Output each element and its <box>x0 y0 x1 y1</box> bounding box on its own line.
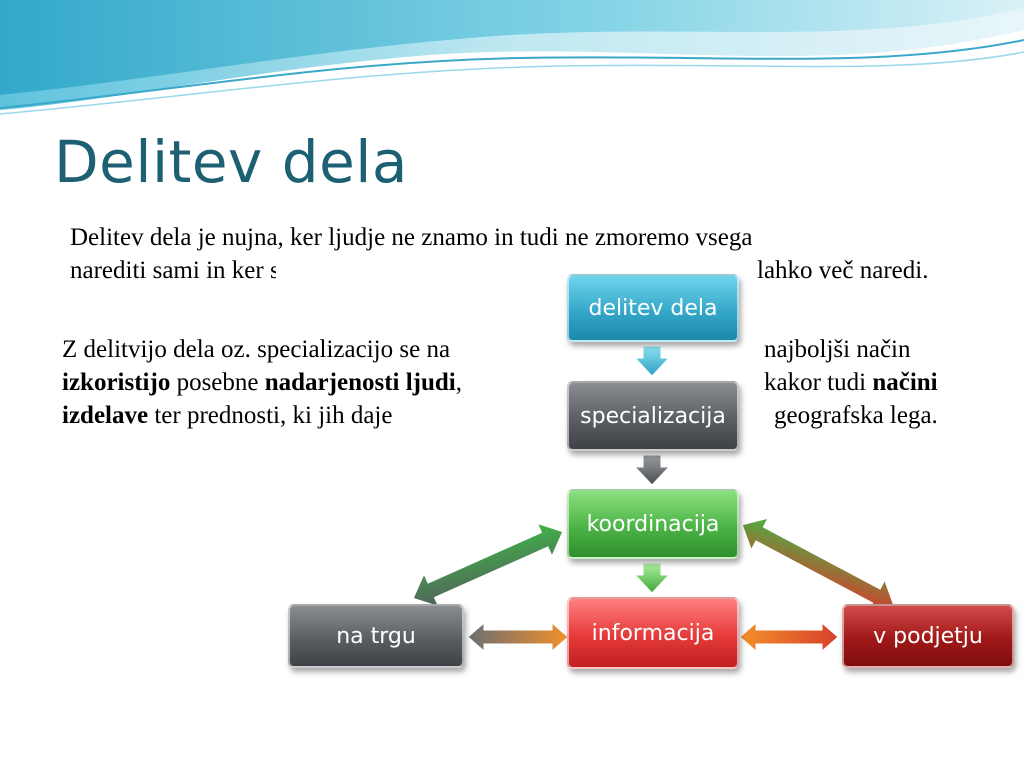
text-izkoristijo: izkoristijo <box>62 369 171 396</box>
text-nacini: načini <box>872 369 938 396</box>
paragraph-2-line-1a: Z delitvijo dela oz. specializacijo se n… <box>62 336 451 363</box>
paragraph-2-line-3a: izdelave ter prednosti, ki jih daje <box>62 400 392 432</box>
box-specializacija: specializacija <box>567 381 739 451</box>
paragraph-2-line-1b: najboljši način <box>764 336 911 363</box>
box-koordinacija-label: koordinacija <box>586 511 720 537</box>
text-kakor-tudi: kakor tudi <box>764 369 873 396</box>
box-delitev-dela-label: delitev dela <box>588 295 718 321</box>
horizontal-arrow-left <box>467 621 569 653</box>
box-delitev-dela: delitev dela <box>567 274 739 342</box>
box-na-trgu-label: na trgu <box>336 623 416 649</box>
wave-decoration <box>0 0 1024 115</box>
text-izdelave: izdelave <box>62 402 149 429</box>
down-arrow-1 <box>633 345 671 377</box>
slide-title: Delitev dela <box>54 128 408 196</box>
box-na-trgu: na trgu <box>288 604 464 668</box>
text-prednosti: ter prednosti, ki jih daje <box>148 402 393 429</box>
horizontal-arrow-right <box>739 621 839 653</box>
box-v-podjetju-label: v podjetju <box>873 623 983 649</box>
paragraph-1-line-1: Delitev dela je nujna, ker ljudje ne zna… <box>70 224 753 251</box>
diagonal-arrow-left <box>412 522 564 608</box>
text-posebne: posebne <box>170 369 265 396</box>
box-specializacija-label: specializacija <box>580 403 726 429</box>
text-comma: , <box>455 369 463 396</box>
box-koordinacija: koordinacija <box>567 489 739 559</box>
box-informacija: informacija <box>567 597 739 669</box>
box-informacija-label: informacija <box>591 620 715 646</box>
box-v-podjetju: v podjetju <box>842 604 1014 668</box>
paragraph-2-line-2b: kakor tudi načini <box>764 367 938 399</box>
down-arrow-2 <box>633 454 671 486</box>
text-nadarjenosti: nadarjenosti ljudi <box>264 369 456 396</box>
paragraph-1-line-2b: lahko več naredi. <box>757 257 929 284</box>
paragraph-2-line-3b: geografska lega. <box>774 402 938 429</box>
paragraph-2-line-2a: izkoristijo posebne nadarjenosti ljudi, <box>62 367 462 399</box>
down-arrow-3 <box>633 562 671 594</box>
